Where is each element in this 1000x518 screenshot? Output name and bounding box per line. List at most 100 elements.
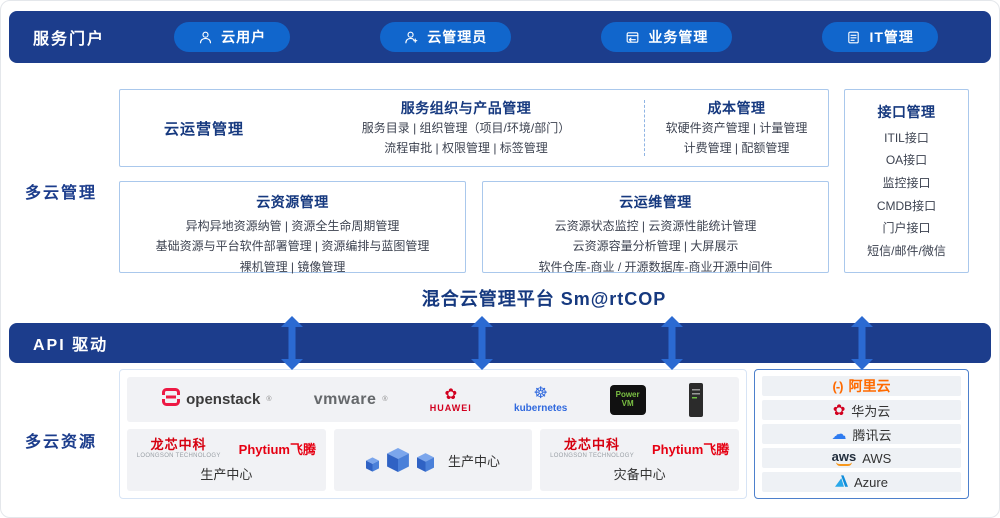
cloud-resource-box: 云资源管理 异构异地资源纳管 | 资源全生命周期管理 基础资源与平台软件部署管理… — [119, 181, 466, 274]
multicloud-resources-label: 多云资源 — [25, 434, 98, 451]
center-caption: 灾备中心 — [613, 466, 666, 482]
interface-item: 短信/邮件/微信 — [867, 244, 946, 259]
interface-item: CMDB接口 — [876, 198, 937, 213]
cloud-resource-title: 云资源管理 — [256, 194, 329, 210]
cloud-om-box: 云运维管理 云资源状态监控 | 云资源性能统计管理 云资源容量分析管理 | 大屏… — [482, 181, 829, 274]
huawei-logo: ✿ HUAWEI — [430, 387, 472, 413]
server-icon — [688, 382, 703, 417]
pill-label: IT管理 — [869, 29, 914, 45]
datacenter-row: 龙芯中科 LOONGSON TECHNOLOGY Phytium飞腾 生产中心 … — [127, 429, 740, 491]
aws-name: AWS — [862, 450, 892, 466]
pill-label: 业务管理 — [648, 29, 709, 45]
business-window-icon — [625, 30, 640, 45]
production-center-2: 生产中心 — [333, 429, 533, 491]
portal-pill-row: 云用户 云管理员 业务管理 IT管理 — [129, 22, 991, 52]
huawei-flower-icon: ✿ — [832, 401, 846, 419]
cost-line: 计费管理 | 配额管理 — [683, 141, 790, 155]
chip-logos: 龙芯中科 LOONGSON TECHNOLOGY Phytium飞腾 — [137, 437, 316, 460]
pill-label: 云管理员 — [427, 29, 488, 45]
kubernetes-wordmark: kubernetes — [514, 402, 568, 414]
tencent-cloud-name: 腾讯云 — [852, 427, 892, 443]
kubernetes-wheel-icon: ☸ — [533, 384, 548, 402]
om-line: 软件仓库-商业 / 开源数据库-商业开源中间件 — [538, 259, 773, 274]
powervm-logo: Power VM — [609, 384, 646, 415]
service-portal-band: 服务门户 云用户 云管理员 业务管理 — [9, 11, 991, 63]
double-arrow-icon — [661, 316, 683, 370]
tencent-cloud-icon: ☁ — [831, 425, 847, 443]
cloud-operations-box: 云运营管理 服务组织与产品管理 服务目录 | 组织管理（项目/环境/部门） 流程… — [119, 89, 829, 167]
resource-line: 异构异地资源纳管 | 资源全生命周期管理 — [185, 219, 400, 233]
interface-item: 门户接口 — [882, 221, 931, 236]
cloud-row-alibaba: (-) 阿里云 — [762, 376, 961, 396]
production-center-1: 龙芯中科 LOONGSON TECHNOLOGY Phytium飞腾 生产中心 — [127, 429, 326, 491]
admin-user-icon — [404, 30, 419, 45]
powervm-word-top: Power — [615, 389, 640, 399]
vendor-logo-strip: openstack® vmware® ✿ HUAWEI ☸ kubernetes… — [127, 377, 739, 422]
resource-line: 基础资源与平台软件部署管理 | 资源编排与蓝图管理 — [155, 239, 430, 254]
service-portal-label: 服务门户 — [33, 31, 106, 48]
pill-business-mgmt[interactable]: 业务管理 — [601, 22, 733, 52]
pill-it-mgmt[interactable]: IT管理 — [822, 22, 938, 52]
loongson-wordmark: 龙芯中科 — [150, 437, 207, 453]
chip-logos: 龙芯中科 LOONGSON TECHNOLOGY Phytium飞腾 — [550, 437, 729, 460]
cost-management-group: 成本管理 软硬件资产管理 | 计量管理 计费管理 | 配额管理 — [645, 98, 828, 159]
vmware-logo: vmware® — [314, 391, 388, 409]
dashed-divider — [644, 100, 645, 156]
interface-item-list: ITIL接口 OA接口 监控接口 CMDB接口 门户接口 短信/邮件/微信 — [849, 126, 964, 262]
huawei-cloud-name: 华为云 — [851, 403, 891, 419]
resource-line: 裸机管理 | 镜像管理 — [239, 259, 346, 274]
interface-mgmt-box: 接口管理 ITIL接口 OA接口 监控接口 CMDB接口 门户接口 短信/邮件/… — [844, 89, 969, 273]
huawei-flower-icon: ✿ — [444, 385, 458, 403]
cost-line: 软硬件资产管理 | 计量管理 — [665, 120, 808, 135]
platform-title: 混合云管理平台 Sm@rtCOP — [421, 289, 667, 309]
pill-cloud-user[interactable]: 云用户 — [174, 22, 291, 52]
cost-management-title: 成本管理 — [707, 99, 766, 116]
public-clouds-box: (-) 阿里云 ✿ 华为云 ☁ 腾讯云 aws AWS Azure — [754, 369, 969, 499]
phytium-logo: Phytium飞腾 — [238, 442, 316, 457]
aws-wordmark: aws — [831, 449, 857, 464]
center-caption: 生产中心 — [448, 453, 501, 469]
server-logo — [688, 382, 704, 418]
infrastructure-box: openstack® vmware® ✿ HUAWEI ☸ kubernetes… — [119, 369, 747, 499]
center-caption: 生产中心 — [200, 466, 253, 482]
huawei-wordmark: HUAWEI — [429, 402, 472, 413]
double-arrow-icon — [851, 316, 873, 370]
vmware-wordmark: vmware — [313, 390, 377, 408]
cloud-row-aws: aws AWS — [762, 448, 961, 468]
cloud-row-tencent: ☁ 腾讯云 — [762, 424, 961, 444]
cloud-row-huawei: ✿ 华为云 — [762, 400, 961, 420]
loongson-logo: 龙芯中科 LOONGSON TECHNOLOGY — [137, 437, 221, 460]
double-arrow-icon — [471, 316, 493, 370]
cube-icon — [387, 448, 409, 472]
double-arrow-icon — [281, 316, 303, 370]
om-line: 云资源容量分析管理 | 大屏展示 — [572, 239, 739, 254]
service-org-line: 服务目录 | 组织管理（项目/环境/部门） — [361, 120, 571, 135]
loongson-subtitle: LOONGSON TECHNOLOGY — [136, 452, 221, 459]
loongson-subtitle: LOONGSON TECHNOLOGY — [550, 452, 634, 459]
interface-mgmt-title: 接口管理 — [877, 104, 936, 120]
api-band-label: API 驱动 — [33, 337, 109, 354]
alibaba-cloud-icon: (-) — [832, 378, 844, 394]
powervm-word-bottom: VM — [621, 398, 634, 408]
aws-smile-icon — [835, 462, 852, 466]
azure-icon — [835, 474, 849, 490]
loongson-logo: 龙芯中科 LOONGSON TECHNOLOGY — [550, 437, 634, 460]
interface-item: 监控接口 — [882, 176, 931, 191]
disaster-recovery-center: 龙芯中科 LOONGSON TECHNOLOGY Phytium飞腾 灾备中心 — [540, 429, 740, 491]
openstack-logo: openstack® — [162, 388, 272, 411]
om-line: 云资源状态监控 | 云资源性能统计管理 — [554, 219, 757, 233]
pill-label: 云用户 — [221, 29, 267, 45]
service-org-product-group: 服务组织与产品管理 服务目录 | 组织管理（项目/环境/部门） 流程审批 | 权… — [288, 98, 644, 159]
openstack-icon — [162, 388, 181, 411]
cloud-om-title: 云运维管理 — [619, 194, 692, 210]
service-org-line: 流程审批 | 权限管理 | 标签管理 — [384, 141, 548, 155]
cloud-row-azure: Azure — [762, 472, 961, 492]
alibaba-cloud-name: 阿里云 — [848, 378, 891, 394]
kubernetes-logo: ☸ kubernetes — [514, 384, 568, 414]
api-band: API 驱动 — [9, 323, 991, 363]
pill-cloud-admin[interactable]: 云管理员 — [380, 22, 512, 52]
registered-mark: ® — [266, 396, 272, 403]
phytium-logo: Phytium飞腾 — [652, 442, 730, 457]
interface-item: OA接口 — [885, 153, 928, 168]
